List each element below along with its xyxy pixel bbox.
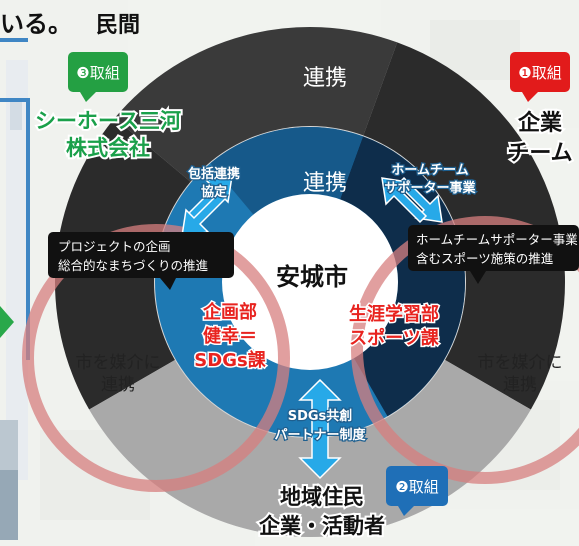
seahorse-mikawa-label: シーホース三河株式会社	[35, 109, 181, 160]
arrow-right-diagonal	[381, 176, 443, 224]
badge-torikumi-1: ❶取組	[510, 52, 570, 102]
overlap-ring-left	[22, 224, 290, 492]
center-title: 安城市	[276, 263, 348, 291]
left-frame-line	[0, 98, 30, 360]
badge-3-number: ❸	[76, 64, 89, 82]
badge-1-text: 取組	[532, 64, 562, 82]
outer-ring-right-label: 市を媒介に連携	[478, 353, 563, 395]
svg-text:❷取組: ❷取組	[395, 478, 438, 496]
badge-2-number: ❷	[395, 478, 408, 496]
svg-text:❸取組: ❸取組	[76, 64, 119, 82]
company-team-label: 企業チーム	[507, 110, 572, 166]
minkan-label: 民間	[96, 13, 140, 38]
arrow-bottom-label: SDGs共創パートナー制度	[274, 408, 366, 443]
badge-3-text: 取組	[90, 64, 120, 82]
badge-torikumi-3: ❸取組	[68, 52, 128, 102]
arrow-left-label: 包括連携協定	[188, 166, 240, 200]
callout-right-text: ホームチームサポーター事業含むスポーツ施策の推進	[416, 232, 578, 266]
callout-right: ホームチームサポーター事業含むスポーツ施策の推進	[408, 225, 579, 284]
outer-ring-top-segment	[114, 27, 398, 182]
residents-label: 地域住民企業・活動者	[258, 485, 385, 538]
outer-ring-top-label: 連携	[303, 66, 347, 91]
outer-ring	[55, 27, 565, 537]
arrow-right-label: ホームチームサポーター事業	[384, 163, 476, 196]
arrow-bottom-vertical	[298, 378, 342, 480]
callout-left: プロジェクトの企画総合的なまちづくりの推進	[48, 232, 234, 290]
dept-shogai-label: 生涯学習部スポーツ課	[349, 303, 440, 349]
arrow-left-diagonal	[181, 175, 233, 237]
inner-ring-top-segment	[210, 127, 364, 215]
badge-2-text: 取組	[409, 478, 439, 496]
badge-torikumi-2: ❷取組	[386, 466, 448, 516]
svg-text:❶取組: ❶取組	[518, 64, 561, 82]
top-left-fragment: いる。	[0, 10, 72, 38]
left-green-arrow-icon	[0, 306, 14, 338]
dept-kikaku-label: 企画部健幸＝SDGs課	[194, 301, 266, 371]
inner-ring-top-label: 連携	[303, 171, 347, 196]
badge-1-number: ❶	[518, 64, 531, 82]
outer-ring-left-label: 市を媒介に連携	[76, 353, 161, 395]
callout-left-text: プロジェクトの企画総合的なまちづくりの推進	[58, 239, 209, 273]
overlap-ring-right	[351, 216, 579, 484]
